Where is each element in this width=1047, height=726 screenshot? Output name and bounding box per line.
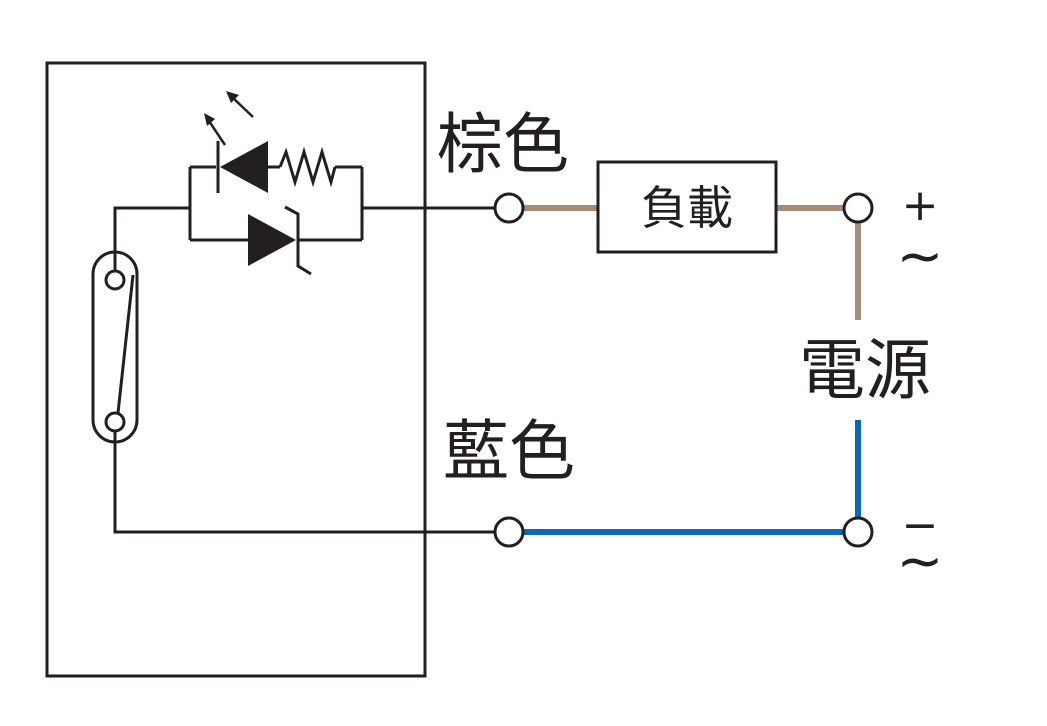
terminal-brown (493, 192, 525, 224)
resistor-icon (278, 146, 337, 188)
sensor-housing (45, 61, 427, 678)
load-box (596, 160, 778, 254)
blue-wire (522, 420, 861, 535)
terminal-minus (842, 516, 874, 548)
brown-wire-label: 棕色 (437, 106, 569, 183)
terminal-blue (493, 516, 525, 548)
internal-wiring (113, 165, 495, 534)
load-label: 負載 (641, 181, 733, 235)
reed-switch-icon (91, 250, 139, 444)
ac-symbol-bottom: ~ (897, 529, 944, 594)
blue-wire-label: 藍色 (443, 413, 575, 490)
terminals (493, 192, 874, 548)
power-supply-label: 電源 (799, 332, 931, 409)
plus-sign: + (902, 180, 939, 231)
zener-diode-icon (248, 205, 312, 276)
brown-wire (522, 205, 861, 320)
terminal-plus (842, 192, 874, 224)
minus-sign: − (902, 500, 939, 551)
ac-symbol-top: ~ (897, 224, 944, 289)
led-icon (204, 91, 268, 193)
